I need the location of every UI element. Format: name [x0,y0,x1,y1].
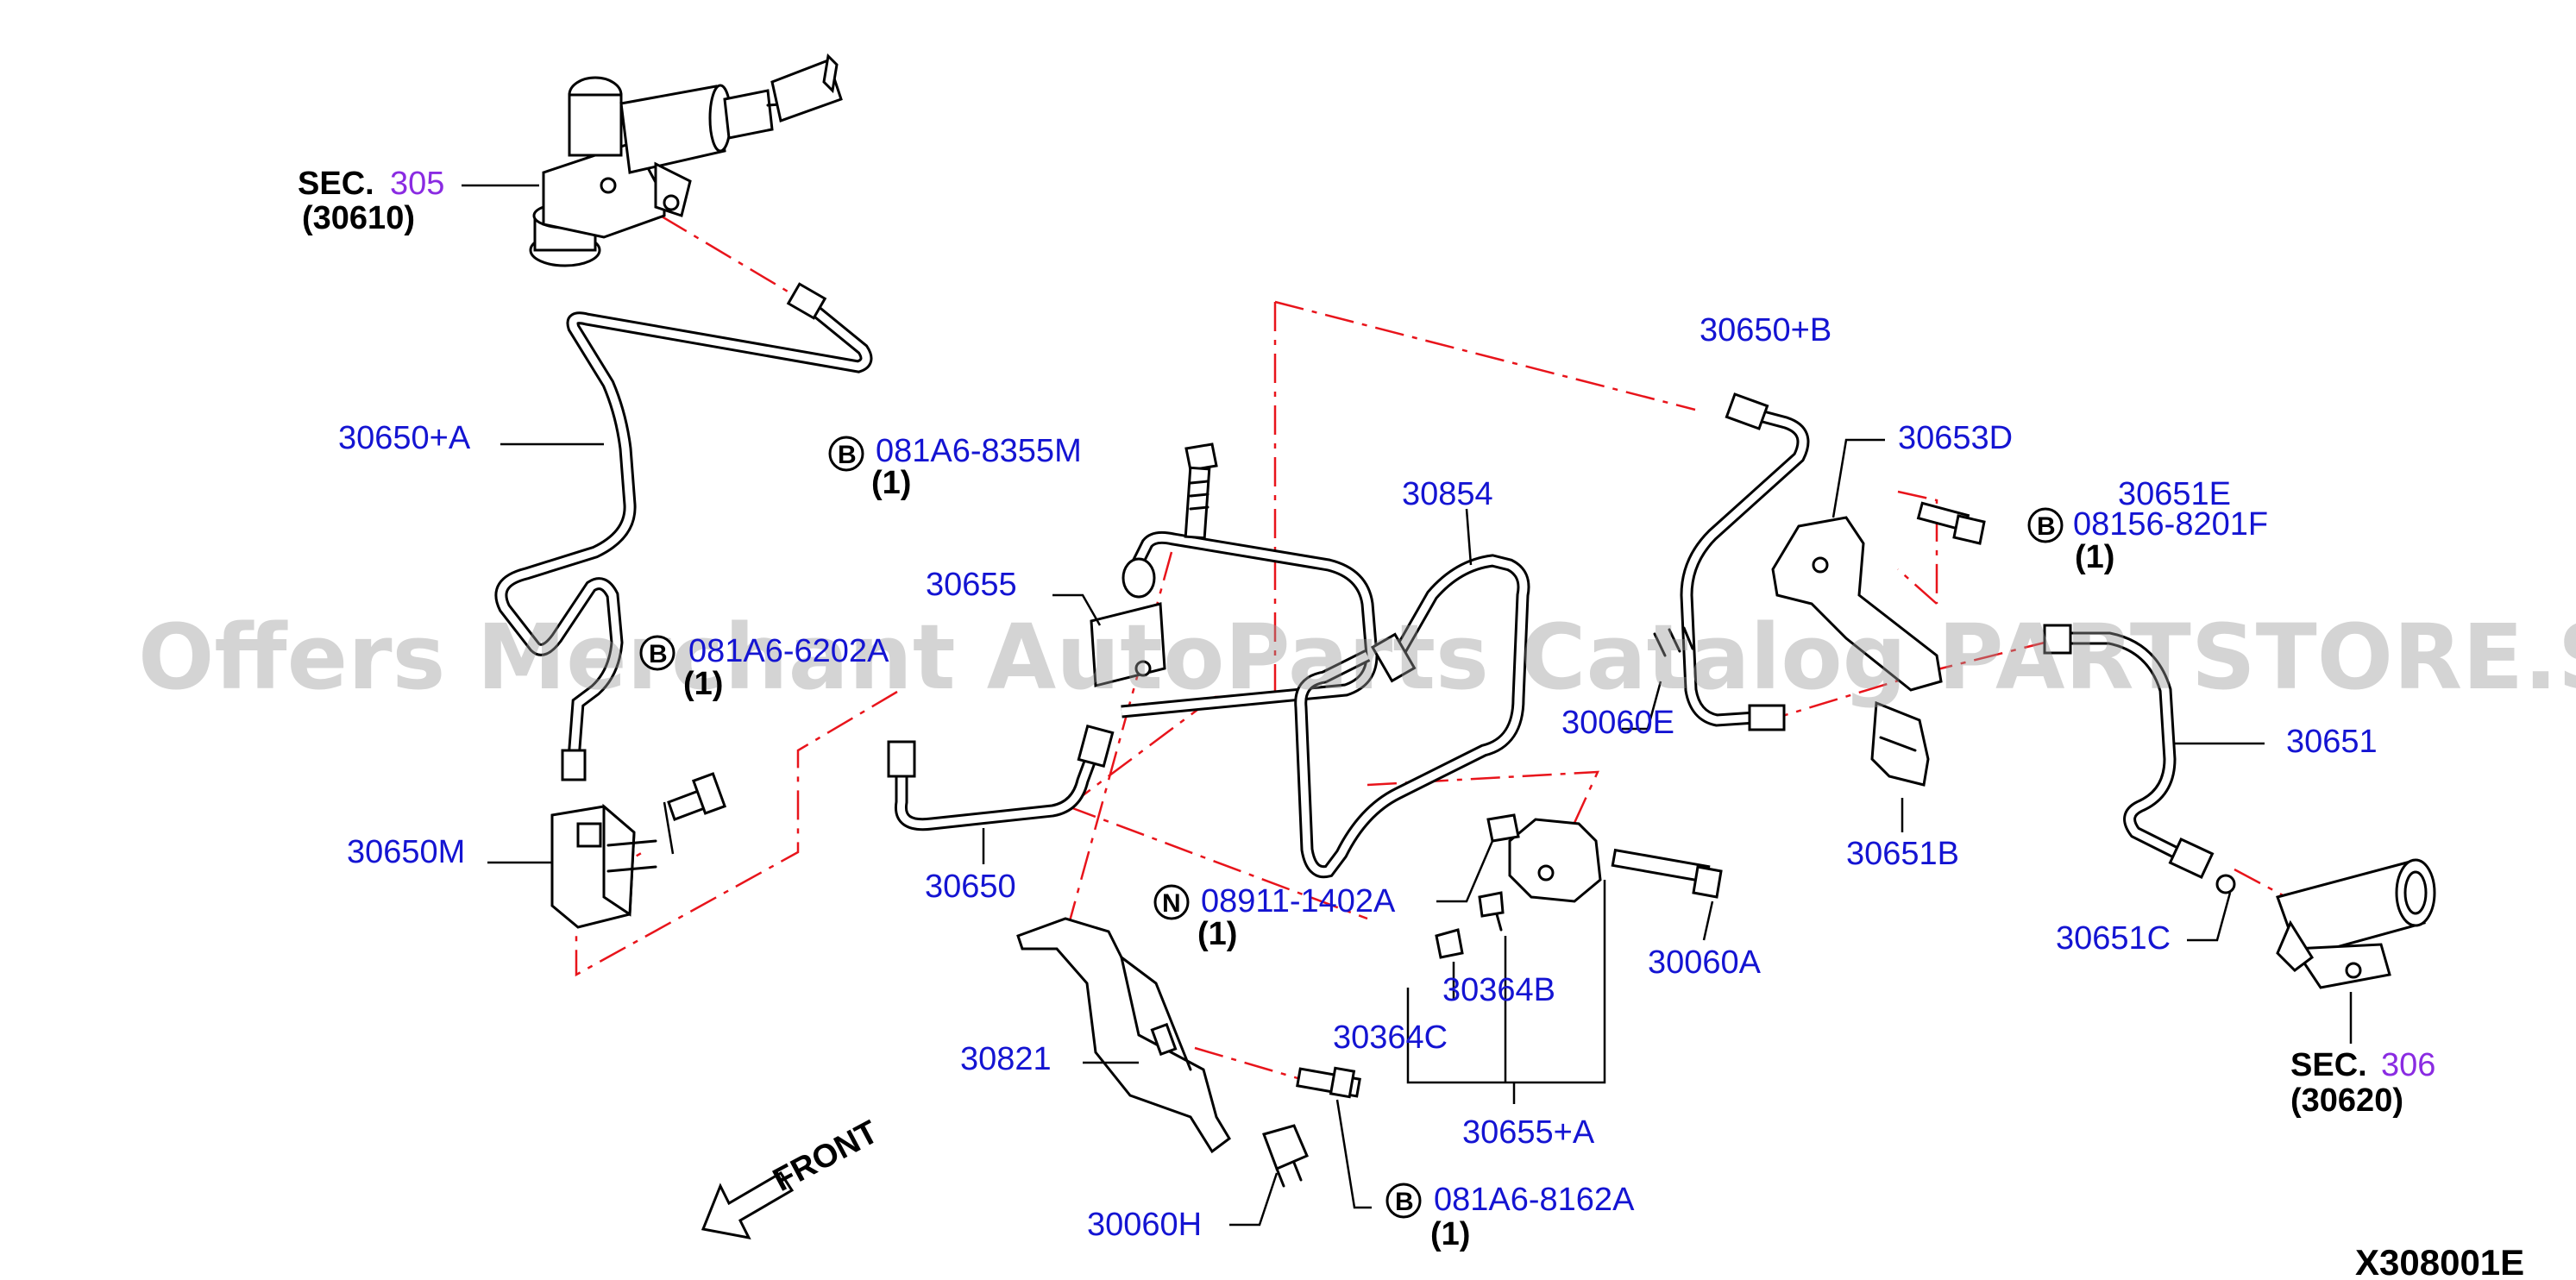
hose-30651 [2043,624,2236,894]
label-30854[interactable]: 30854 [1402,476,1493,512]
front-arrow-icon [701,1170,795,1240]
badge-b-icon [828,436,864,472]
hose-30854 [1294,554,1530,879]
label-081a6-6202a[interactable]: 081A6-6202A [688,633,889,669]
bolt-081a6-8355m [1184,442,1218,540]
badge-b-icon [1385,1183,1422,1219]
bracket-30821 [1016,917,1231,1154]
label-30650m[interactable]: 30650M [347,834,465,870]
label-30653d[interactable]: 30653D [1898,420,2013,456]
qty-081a6-8355m: (1) [871,465,911,501]
label-30364b[interactable]: 30364B [1442,972,1555,1008]
label-30651e[interactable]: 30651E [2118,476,2231,512]
clip-30060h [1262,1124,1309,1188]
badge-b-text: B [1395,1188,1414,1216]
sec-306-number[interactable]: 306 [2381,1047,2435,1083]
pipe-30650-plus-b [1680,392,1810,731]
front-text: FRONT [768,1114,884,1199]
badge-n-icon [1153,884,1190,920]
sec-305-number[interactable]: 305 [390,166,444,202]
label-08911-1402a[interactable]: 08911-1402A [1201,883,1396,919]
bracket-30655-plus-a [1435,813,1602,959]
part-labels: SEC. 305 (30610) 30650+A B 081A6-8355M (… [298,166,2435,1252]
bolt-08156-8201f [1916,501,1986,545]
label-30060a[interactable]: 30060A [1648,944,1762,981]
badge-b-text: B [649,640,668,668]
sec-305-sub: (30610) [302,200,415,236]
label-30651b[interactable]: 30651B [1846,836,1959,872]
watermark-text: Offers Merchant AutoParts Catalog PARTST… [138,605,2576,710]
badge-b-icon [639,635,675,671]
label-30364c[interactable]: 30364C [1333,1020,1448,1056]
sec-306-prefix: SEC. [2290,1047,2367,1083]
label-30651[interactable]: 30651 [2286,724,2378,760]
clip-30060e [1653,626,1694,657]
clip-30651b [1870,700,1930,787]
label-081a6-8162a[interactable]: 081A6-8162A [1434,1182,1635,1218]
label-30650[interactable]: 30650 [925,869,1016,905]
sec-306-sub: (30620) [2290,1082,2403,1119]
connection-lines [575,188,2287,1090]
label-08156-8201f[interactable]: 08156-8201F [2073,506,2268,543]
badge-b-text: B [838,441,857,469]
qty-081a6-6202a: (1) [683,666,723,702]
qty-08156-8201f: (1) [2075,539,2114,575]
leader-lines [462,184,2353,1227]
pipe-30650-plus-a [494,282,873,781]
connector-30650m [550,772,727,929]
label-081a6-8355m[interactable]: 081A6-8355M [876,433,1082,469]
qty-081a6-8162a: (1) [1430,1216,1470,1252]
badge-b-text: B [2037,512,2056,541]
sec-305-prefix: SEC. [298,166,374,202]
label-30651c[interactable]: 30651C [2056,920,2171,957]
badge-n-text: N [1162,889,1181,918]
label-30060e[interactable]: 30060E [1561,705,1674,741]
label-30655[interactable]: 30655 [926,567,1017,603]
label-30060h[interactable]: 30060H [1087,1207,1202,1243]
front-direction-indicator: FRONT [701,1114,884,1240]
clutch-operating-cylinder [2276,858,2436,989]
bolt-081a6-8162a [1296,1066,1361,1099]
junction-block-30655 [887,530,1379,831]
qty-08911-1402a: (1) [1197,916,1237,952]
label-30650-plus-b[interactable]: 30650+B [1700,312,1831,348]
bracket-30653d [1771,516,1943,692]
label-30821[interactable]: 30821 [960,1041,1052,1077]
diagram-code: X308001E [2355,1242,2524,1280]
label-30655-plus-a[interactable]: 30655+A [1462,1114,1595,1151]
label-30650-plus-a[interactable]: 30650+A [338,420,471,456]
bolt-30060a [1611,848,1723,899]
clutch-master-cylinder [529,53,843,267]
badge-b-icon [2027,507,2064,543]
